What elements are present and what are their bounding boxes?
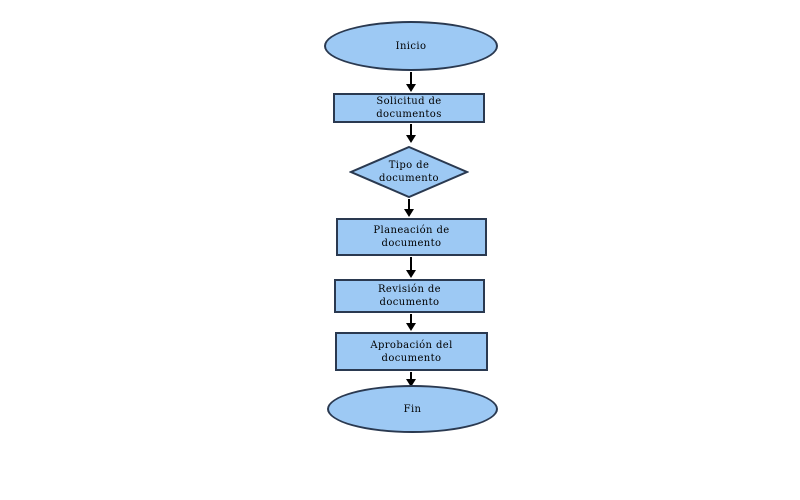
flow-arrow-6 [410,372,412,379]
start-node-inicio: Inicio [324,21,498,71]
process-node-solicitud-documentos: Solicitud de documentos [333,93,485,123]
diamond-shape [349,146,469,198]
node-label-planeacion-documento: Planeación de documento [373,225,450,249]
flow-arrow-2 [410,124,412,135]
process-node-planeacion-documento: Planeación de documento [336,218,487,256]
decision-node-tipo-documento: Tipo de documento [349,146,469,198]
process-node-aprobacion-documento: Aprobación del documento [335,332,488,371]
process-node-revision-documento: Revisión de documento [334,279,485,313]
node-label-aprobacion-documento: Aprobación del documento [370,339,453,364]
flow-arrow-5 [410,314,412,323]
flow-arrow-1 [410,72,412,84]
node-label-fin: Fin [403,403,422,415]
flow-arrow-4 [410,257,412,270]
node-label-revision-documento: Revisión de documento [378,284,441,308]
node-label-solicitud-documentos: Solicitud de documentos [376,96,442,120]
flow-arrow-3 [408,199,410,209]
node-label-tipo-documento: Tipo de documento [379,160,439,184]
node-label-inicio: Inicio [395,40,427,52]
end-node-fin: Fin [327,385,498,433]
